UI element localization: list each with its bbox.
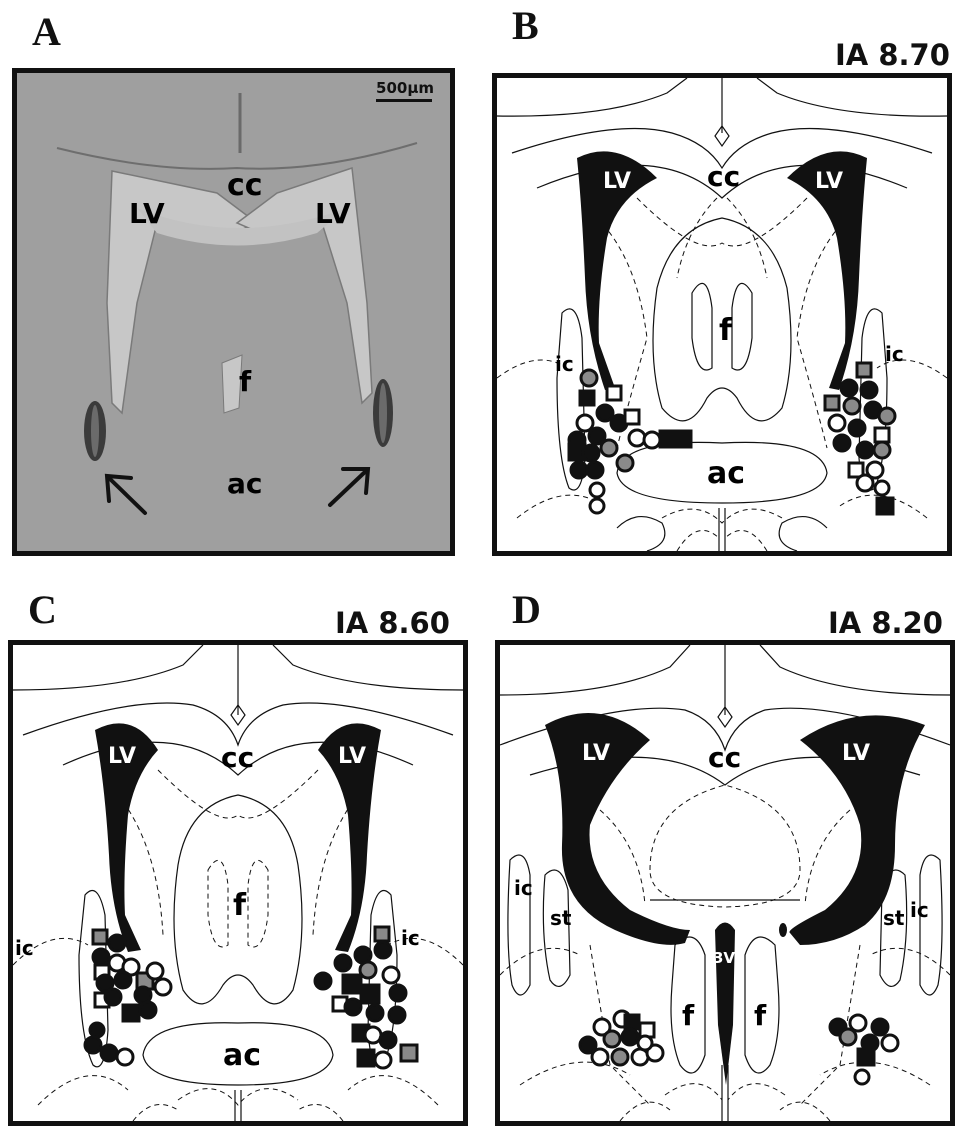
label-lv-left: LV bbox=[582, 741, 610, 766]
panel-letter-c: C bbox=[28, 590, 57, 630]
label-f-left: f bbox=[682, 999, 695, 1032]
dark-dot-shape bbox=[779, 923, 787, 937]
label-f-right: f bbox=[754, 999, 767, 1032]
panel-letter-a: A bbox=[32, 12, 61, 52]
label-ac: ac bbox=[707, 456, 745, 491]
label-3v: 3V bbox=[713, 949, 735, 967]
label-ic-right: ic bbox=[401, 926, 420, 950]
label-st-right: st bbox=[883, 906, 905, 930]
ia-label-d: IA 8.20 bbox=[828, 608, 943, 638]
label-f: f bbox=[239, 365, 252, 398]
micrograph-svg: cc LV LV f ac bbox=[17, 73, 450, 551]
ia-label-c: IA 8.60 bbox=[335, 608, 450, 638]
panel-a-micrograph: cc LV LV f ac 500μm bbox=[12, 68, 455, 556]
panel-letter-d: D bbox=[512, 590, 541, 630]
label-ic-left: ic bbox=[15, 936, 34, 960]
label-lv-left: LV bbox=[603, 169, 631, 194]
atlas-d-svg: LV LV cc 3V f f ic ic st st bbox=[500, 645, 950, 1121]
lesion-markers-right bbox=[830, 1015, 898, 1084]
label-st-left: st bbox=[550, 906, 572, 930]
label-lv-left: LV bbox=[108, 744, 136, 769]
lesion-markers-left bbox=[580, 1011, 663, 1065]
scale-bar-line bbox=[376, 99, 432, 102]
label-cc: cc bbox=[227, 168, 263, 203]
label-ac: ac bbox=[223, 1038, 261, 1073]
third-ventricle-shape bbox=[715, 923, 735, 1086]
label-cc: cc bbox=[708, 741, 741, 774]
atlas-c-svg: LV LV cc f ac ic ic bbox=[13, 645, 463, 1121]
label-ic-right: ic bbox=[885, 342, 904, 366]
label-f: f bbox=[719, 313, 733, 348]
label-lv-right: LV bbox=[815, 169, 843, 194]
label-cc: cc bbox=[221, 741, 254, 774]
scale-bar-label: 500μm bbox=[376, 79, 434, 97]
label-cc: cc bbox=[707, 160, 740, 193]
label-ic-left: ic bbox=[514, 876, 533, 900]
panel-c-atlas: LV LV cc f ac ic ic bbox=[8, 640, 468, 1126]
label-ac: ac bbox=[227, 467, 263, 500]
label-lv-left: LV bbox=[129, 197, 165, 230]
label-ic-left: ic bbox=[555, 352, 574, 376]
panel-b-atlas: LV LV cc f ac ic ic bbox=[492, 73, 952, 556]
label-lv-right: LV bbox=[842, 741, 870, 766]
label-f: f bbox=[233, 888, 247, 923]
panel-letter-b: B bbox=[512, 6, 539, 46]
atlas-b-svg: LV LV cc f ac ic ic bbox=[497, 78, 947, 551]
panel-d-atlas: LV LV cc 3V f f ic ic st st bbox=[495, 640, 955, 1126]
label-lv-right: LV bbox=[315, 197, 351, 230]
lesion-markers-left bbox=[569, 370, 691, 513]
ia-label-b: IA 8.70 bbox=[835, 40, 950, 70]
label-lv-right: LV bbox=[338, 744, 366, 769]
label-ic-right: ic bbox=[910, 898, 929, 922]
